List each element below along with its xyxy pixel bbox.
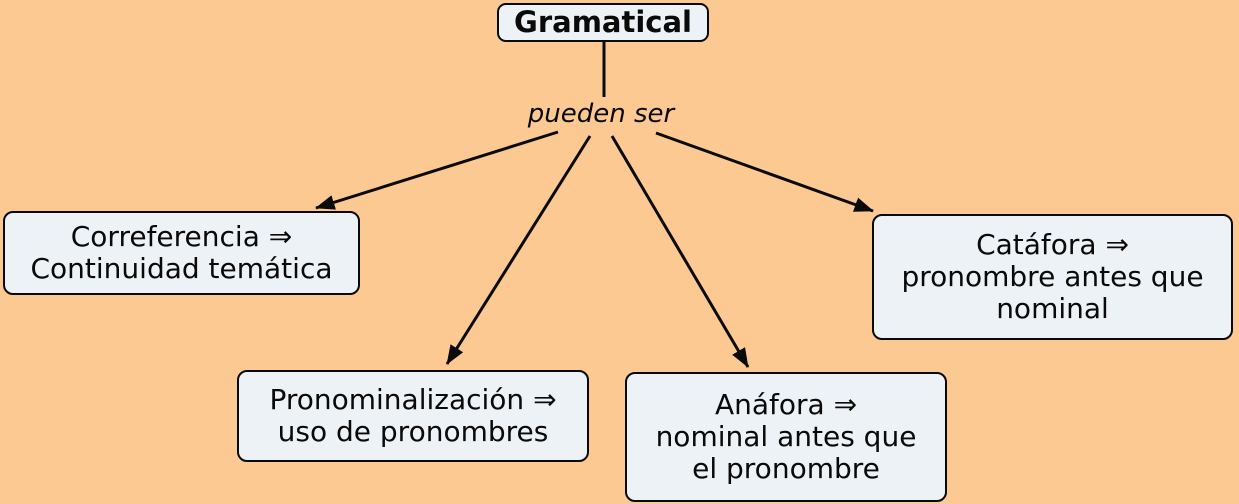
node-label-line: Continuidad temática	[30, 252, 333, 285]
concept-node-gramatical[interactable]: Gramatical	[497, 3, 709, 42]
node-label-line: nominal	[996, 292, 1109, 326]
node-label-line: Anáfora ⇒	[714, 387, 858, 421]
edge-to-anafora	[610, 135, 750, 368]
node-label-line: Correferencia ⇒	[70, 219, 293, 253]
node-label-line: pronombre antes que	[901, 259, 1204, 293]
concept-node-pronominalizacion[interactable]: Pronominalización ⇒ uso de pronombres	[237, 370, 589, 462]
concept-node-correferencia[interactable]: Correferencia ⇒ Continuidad temática	[3, 211, 360, 295]
edge-to-correferencia	[315, 130, 559, 210]
node-label-line: nominal antes que	[655, 419, 917, 453]
node-label-line: uso de pronombres	[277, 415, 549, 448]
edge-to-catafora	[655, 131, 874, 213]
node-label-line: Catáfora ⇒	[976, 227, 1129, 261]
concept-node-catafora[interactable]: Catáfora ⇒ pronombre antes que nominal	[872, 214, 1233, 340]
edge-to-pronominalizacion	[445, 135, 592, 365]
node-label: Gramatical	[514, 4, 692, 39]
node-label-line: el pronombre	[692, 452, 880, 486]
concept-node-anafora[interactable]: Anáfora ⇒ nominal antes que el pronombre	[625, 372, 947, 502]
node-label-line: Pronominalización ⇒	[269, 382, 557, 416]
linking-phrase-pueden-ser[interactable]: pueden ser	[527, 99, 675, 129]
